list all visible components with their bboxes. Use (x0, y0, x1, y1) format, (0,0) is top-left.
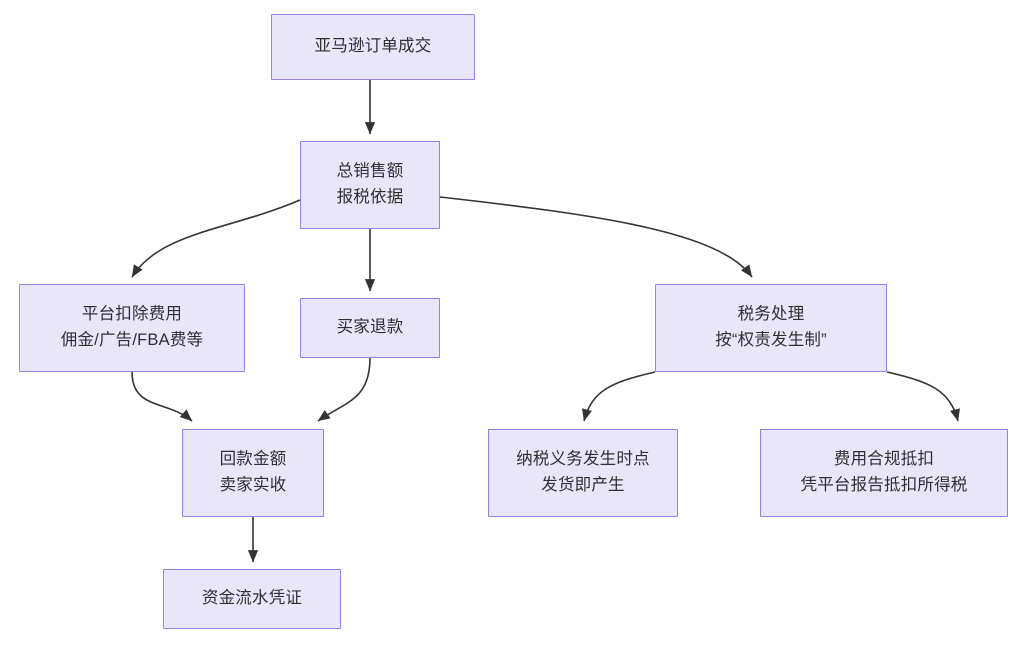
node-label-line: 报税依据 (336, 188, 404, 206)
edge-gross-sales-to-tax-handling (439, 196, 753, 278)
node-compliant-fee-deduction[interactable]: 费用合规抵扣凭平台报告抵扣所得税 (760, 429, 1008, 517)
edge-tax-handling-to-tax-obligation (582, 371, 656, 422)
edge-tax-handling-to-fee-deduction (886, 371, 960, 422)
node-label-line: 发货即产生 (541, 476, 625, 494)
node-label-line: 总销售额 (336, 162, 404, 181)
node-label-line: 卖家实收 (219, 476, 287, 494)
node-buyer-refund[interactable]: 买家退款 (300, 298, 440, 358)
node-settlement-amount-seller-received[interactable]: 回款金额卖家实收 (182, 429, 324, 517)
node-label-line: 费用合规抵扣 (833, 450, 935, 469)
node-cash-flow-voucher[interactable]: 资金流水凭证 (163, 569, 341, 629)
node-gross-sales-tax-basis[interactable]: 总销售额报税依据 (300, 141, 440, 229)
edge-gross-sales-to-platform-fees (131, 199, 301, 278)
node-tax-handling-accrual-basis[interactable]: 税务处理按“权责发生制” (655, 284, 887, 372)
node-label-line: 纳税义务发生时点 (516, 450, 650, 469)
node-label-line: 佣金/广告/FBA费等 (60, 331, 204, 349)
node-label-line: 平台扣除费用 (81, 305, 183, 324)
node-platform-deducted-fees[interactable]: 平台扣除费用佣金/广告/FBA费等 (19, 284, 245, 372)
node-label-line: 税务处理 (737, 305, 805, 324)
node-label-line: 按“权责发生制” (715, 331, 827, 349)
node-label-line: 资金流水凭证 (201, 589, 303, 608)
node-tax-obligation-timing[interactable]: 纳税义务发生时点发货即产生 (488, 429, 678, 517)
node-amazon-order-completed[interactable]: 亚马逊订单成交 (271, 14, 475, 80)
node-label-line: 亚马逊订单成交 (314, 37, 432, 56)
node-label-line: 凭平台报告抵扣所得税 (800, 476, 968, 494)
edge-buyer-refund-to-settlement (317, 357, 371, 422)
node-label-line: 回款金额 (219, 450, 287, 469)
edge-platform-fees-to-settlement (131, 371, 193, 422)
node-label-line: 买家退款 (336, 318, 404, 337)
